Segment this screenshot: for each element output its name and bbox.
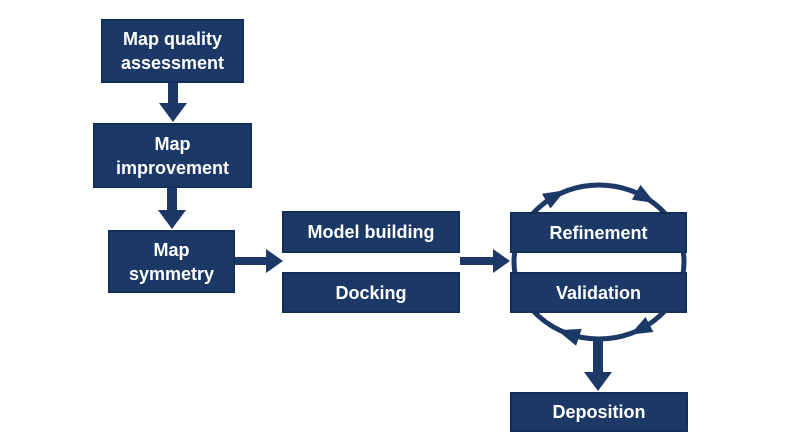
node-map-quality-assessment: Map quality assessment [101, 19, 244, 83]
cycle-ellipse [511, 182, 687, 342]
arrow-improvement-to-symmetry [158, 188, 186, 229]
node-validation: Validation [510, 272, 687, 313]
node-docking: Docking [282, 272, 460, 313]
cycle-arrowhead-top-left-icon [542, 190, 566, 209]
cycle-arrowhead-bottom-right-icon [630, 317, 654, 335]
node-model-building: Model building [282, 211, 460, 253]
node-map-symmetry: Map symmetry [108, 230, 235, 293]
cycle-arrowhead-bottom-left-icon [557, 328, 582, 346]
node-deposition: Deposition [510, 392, 688, 432]
node-refinement: Refinement [510, 212, 687, 253]
refinement-validation-cycle [511, 182, 687, 346]
arrow-cycle-to-deposition [584, 338, 612, 391]
arrow-symmetry-to-building-docking [235, 249, 283, 273]
cycle-arrowhead-top-right-icon [632, 184, 656, 204]
arrow-quality-to-improvement [159, 83, 187, 122]
arrow-building-docking-to-refinement-validation [460, 249, 510, 273]
node-map-improvement: Map improvement [93, 123, 252, 188]
